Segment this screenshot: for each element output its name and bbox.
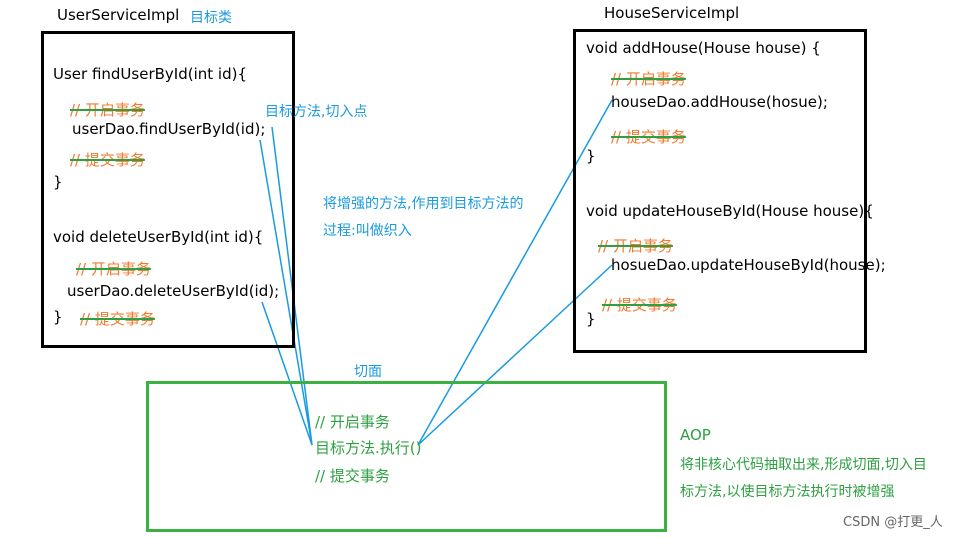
delete-user-call: userDao.deleteUserById(id); — [67, 282, 280, 300]
delete-close-brace: } — [53, 308, 63, 326]
connector-delete-to-aspect — [261, 301, 313, 446]
add-house-signature: void addHouse(House house) { — [586, 39, 821, 57]
aspect-open-tx: // 开启事务 — [315, 413, 390, 431]
connector-addhouse-to-aspect — [417, 99, 613, 446]
connector-updatehouse-to-aspect — [417, 264, 613, 446]
find-user-signature: User findUserById(int id){ — [53, 65, 247, 83]
add-commit-tx: // 提交事务 — [611, 128, 686, 146]
aspect-target-exec: 目标方法.执行() — [315, 439, 422, 457]
update-house-signature: void updateHouseById(House house){ — [586, 202, 874, 220]
house-service-box — [573, 29, 867, 353]
update-commit-tx: // 提交事务 — [602, 296, 677, 314]
find-user-call: userDao.findUserById(id); — [72, 120, 266, 138]
delete-open-tx: // 开启事务 — [76, 260, 151, 278]
aop-description-line1: 将非核心代码抽取出来,形成切面,切入目 — [680, 457, 927, 473]
target-method-label: 目标方法,切入点 — [265, 104, 368, 120]
connector-find-to-aspect — [259, 139, 313, 446]
update-house-call: hosueDao.updateHouseById(house); — [611, 256, 886, 274]
aop-description-line2: 标方法,以使目标方法执行时被增强 — [680, 484, 895, 500]
aspect-box — [146, 381, 667, 532]
user-service-title: UserServiceImpl — [57, 6, 180, 24]
csdn-watermark: CSDN @打更_人 — [843, 515, 943, 530]
add-house-call: houseDao.addHouse(hosue); — [611, 93, 828, 111]
update-close-brace: } — [586, 310, 596, 328]
delete-user-signature: void deleteUserById(int id){ — [53, 228, 264, 246]
aspect-label: 切面 — [354, 364, 382, 380]
aspect-commit-tx: // 提交事务 — [315, 467, 390, 485]
add-open-tx: // 开启事务 — [611, 70, 686, 88]
weave-description-line1: 将增强的方法,作用到目标方法的 — [323, 196, 524, 212]
add-close-brace: } — [586, 147, 596, 165]
target-class-tag: 目标类 — [190, 10, 232, 26]
aop-title: AOP — [680, 426, 711, 444]
find-close-brace: } — [53, 173, 63, 191]
delete-commit-tx: // 提交事务 — [80, 310, 155, 328]
user-service-box — [41, 31, 295, 348]
update-open-tx: // 开启事务 — [598, 237, 673, 255]
house-service-title: HouseServiceImpl — [604, 4, 740, 22]
find-open-tx: // 开启事务 — [70, 101, 145, 119]
find-commit-tx: // 提交事务 — [70, 151, 145, 169]
weave-description-line2: 过程:叫做织入 — [323, 223, 412, 239]
